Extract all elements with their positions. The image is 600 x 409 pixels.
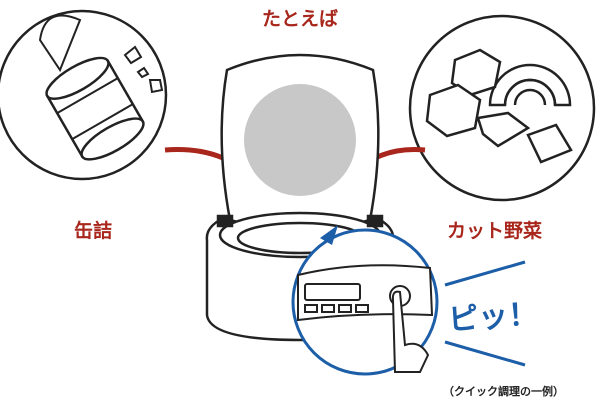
can-lid-icon: [38, 14, 82, 73]
control-panel-zoom: [291, 225, 439, 376]
display-icon: [304, 283, 361, 301]
can-icon: [45, 56, 145, 161]
cut-vegetables-circle: [408, 14, 596, 202]
example-heading: たとえば: [262, 8, 339, 30]
food-pieces-icon: [123, 45, 164, 94]
lid-inner-plate: [244, 84, 356, 196]
vegetables-icon: [425, 48, 573, 164]
cut-vegetables-label: カット野菜: [447, 220, 543, 242]
canned-food-circle: [0, 9, 168, 181]
finger-icon: [391, 290, 430, 373]
beep-lines: [444, 260, 526, 367]
beep-label: ピッ！: [447, 296, 540, 339]
canned-label: 缶詰: [74, 220, 113, 242]
caption: （クイック調理の一例）: [443, 385, 564, 398]
